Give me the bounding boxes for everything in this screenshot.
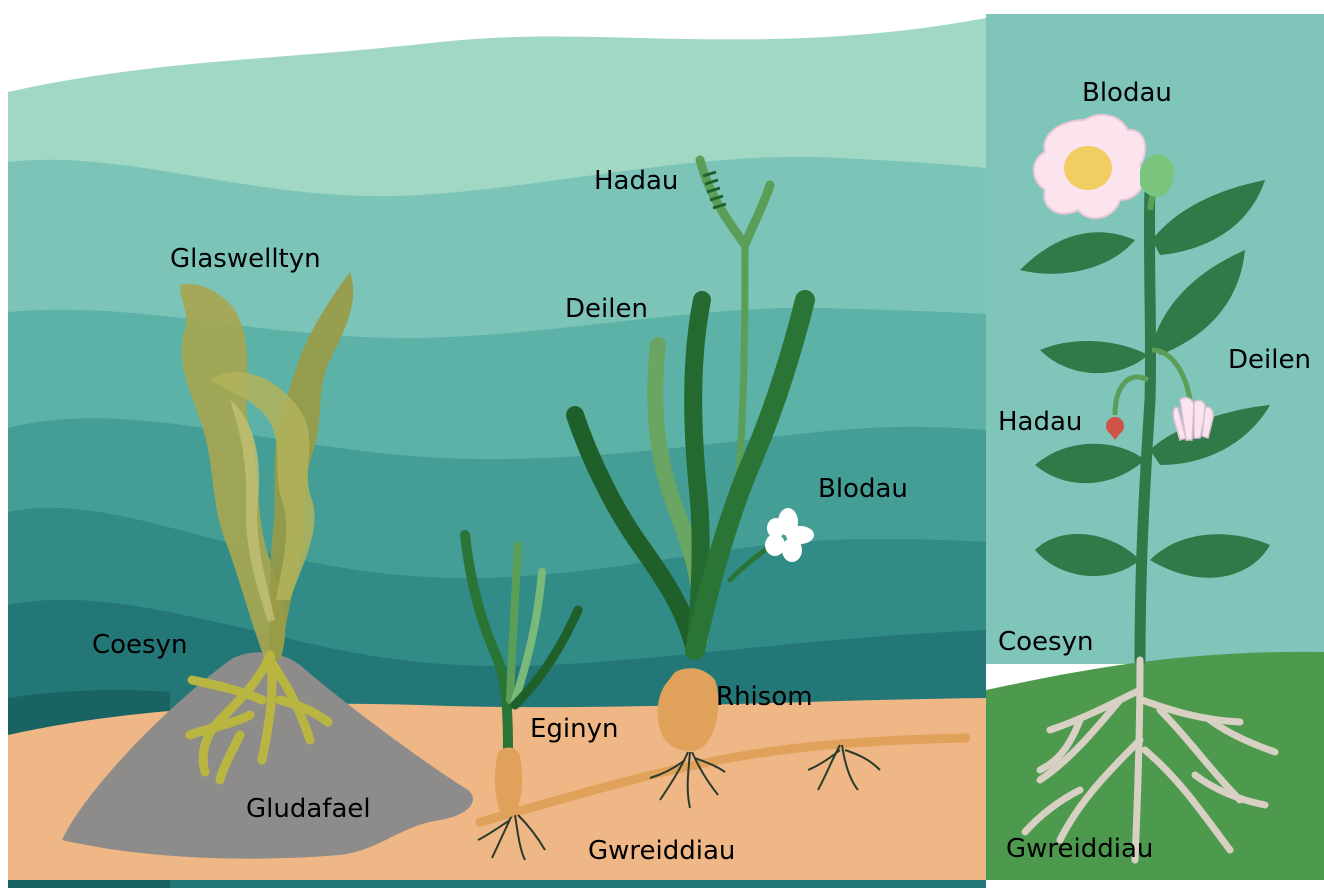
seedling-base <box>495 747 522 816</box>
label-seagrass-seeds: Hadau <box>594 168 678 194</box>
label-seagrass-leaves: Deilen <box>565 296 648 322</box>
label-seagrass-roots: Gwreiddiau <box>588 838 735 864</box>
label-seagrass-rhizome: Rhisom <box>716 684 813 710</box>
label-land-flower: Blodau <box>1082 80 1172 106</box>
label-land-seeds: Hadau <box>998 409 1082 435</box>
label-seagrass-flower: Blodau <box>818 476 908 502</box>
label-kelp-stem: Coesyn <box>92 632 187 658</box>
label-kelp-holdfast: Gludafael <box>246 796 371 822</box>
label-land-stem: Coesyn <box>998 629 1093 655</box>
label-land-leaves: Deilen <box>1228 347 1311 373</box>
label-seagrass-seedling: Eginyn <box>530 716 619 742</box>
label-kelp-blade: Glaswelltyn <box>170 246 321 272</box>
label-land-roots: Gwreiddiau <box>1006 836 1153 862</box>
